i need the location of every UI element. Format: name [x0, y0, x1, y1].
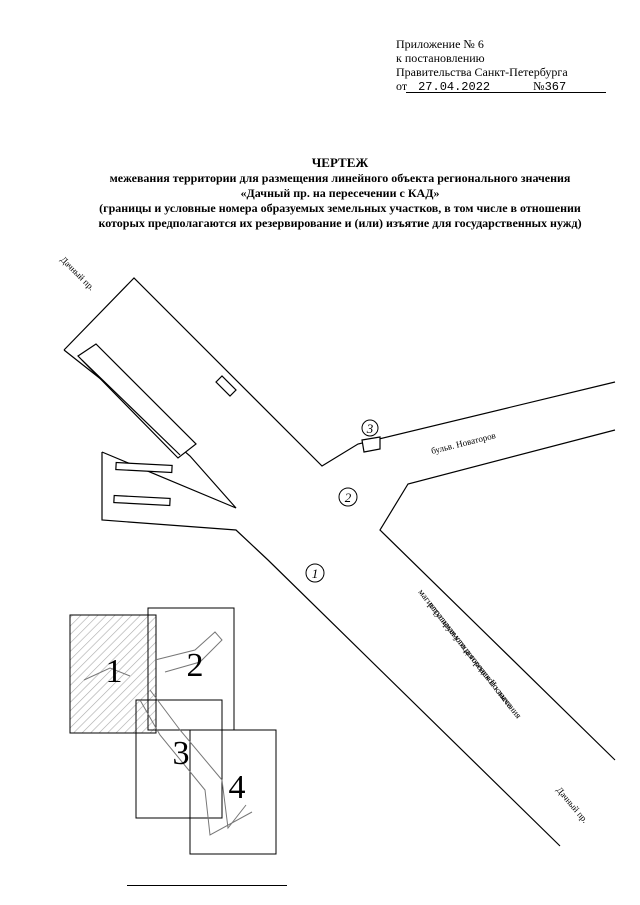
sheet-numbers: 1 2 3 4 [106, 647, 246, 806]
title-line-1: межевания территории для размещения лине… [109, 171, 571, 185]
title-line-2: «Дачный пр. на пересечении с КАД» [240, 186, 440, 200]
road-inner-edge [379, 429, 616, 761]
sheet-label-3: 3 [173, 735, 190, 772]
parcel-marker-1: 1 [305, 563, 325, 583]
road-boundaries [63, 277, 616, 847]
parcel-markers: 3 2 1 [305, 419, 379, 583]
title-heading: ЧЕРТЕЖ [311, 155, 369, 170]
street-labels: Дачный пр. бульв. Новаторов магистральна… [59, 254, 591, 824]
building-bar-1 [115, 461, 173, 474]
sheet-index-road-sketch [83, 631, 253, 836]
annex-resolution: к постановлению [396, 51, 485, 65]
sheet-4-frame [189, 729, 277, 855]
annex-number-prefix: № [533, 79, 545, 93]
annex-number: Приложение № 6 [396, 37, 484, 51]
street-label-dachny-bottom: Дачный пр. [554, 785, 590, 825]
street-label-novatorov: бульв. Новаторов [430, 430, 497, 456]
annex-date: 27.04.2022 [418, 80, 491, 94]
annex-block: Приложение № 6 к постановлению Правитель… [396, 37, 606, 94]
title-line-4: которых предполагаются их резервирование… [98, 216, 582, 230]
sheet-1-frame [69, 614, 157, 734]
building-inner-line [81, 359, 181, 456]
sheet-label-1: 1 [106, 653, 123, 690]
building-small [215, 375, 237, 397]
footer-rule [127, 885, 287, 886]
building-bar-2 [113, 494, 171, 507]
drawing-title: ЧЕРТЕЖ межевания территории для размещен… [40, 155, 640, 231]
parcel-label-2: 2 [345, 490, 352, 505]
annex-government: Правительства Санкт-Петербурга [396, 65, 568, 79]
buildings [77, 343, 381, 507]
sheet-label-4: 4 [229, 769, 246, 806]
annex-underline [406, 92, 606, 93]
parcel-marker-2: 2 [338, 487, 358, 507]
sheet-index: 1 2 3 4 [69, 607, 277, 855]
annex-date-prefix: от [396, 79, 408, 93]
road-southwest-edge [101, 452, 561, 847]
annex-doc-number: 367 [544, 80, 567, 94]
street-label-highway-2: регулируемого движения II класса [426, 600, 515, 710]
annex-date-line: от 27.04.2022 №367 [396, 79, 606, 94]
building-long [77, 343, 197, 459]
parcel-3-shape [361, 436, 381, 453]
parcel-label-3: 3 [366, 421, 374, 436]
road-west-edge [63, 349, 237, 509]
road-outer-edge [63, 277, 616, 467]
sheet-1-hatch [70, 615, 156, 733]
sheet-3-frame [135, 699, 223, 819]
parcel-marker-3: 3 [361, 419, 379, 437]
street-label-dachny-top: Дачный пр. [59, 254, 97, 292]
parcel-label-1: 1 [312, 566, 319, 581]
title-line-3: (границы и условные номера образуемых зе… [99, 201, 581, 215]
sheet-label-2: 2 [187, 647, 204, 684]
